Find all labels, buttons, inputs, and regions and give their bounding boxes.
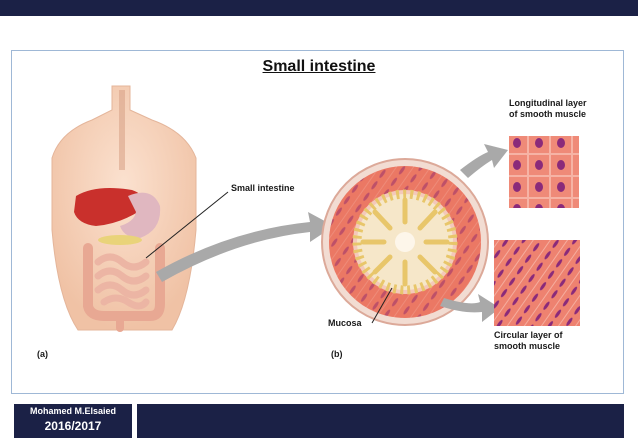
slide-frame (11, 50, 624, 394)
mucosa-label: Mucosa (328, 318, 362, 328)
cross-section (321, 158, 489, 326)
author-name: Mohamed M.Elsaied (29, 406, 117, 416)
longitudinal-label: Longitudinal layer of smooth muscle (509, 98, 587, 119)
top-bar (0, 0, 638, 16)
small-intestine-pointer (145, 191, 229, 259)
slide-title: Small intestine (262, 58, 376, 75)
circular-label: Circular layer of smooth muscle (494, 330, 563, 351)
pancreas-shape (98, 235, 142, 245)
panel-b-label: (b) (331, 349, 343, 359)
academic-year: 2016/2017 (44, 419, 102, 433)
circular-tissue-image (494, 240, 580, 326)
mucosa-pointer (371, 287, 393, 324)
panel-a-label: (a) (37, 349, 48, 359)
arrow-to-section (156, 212, 334, 282)
author-box: Mohamed M.Elsaied 2016/2017 (14, 404, 132, 438)
arrow-to-longitudinal (460, 144, 508, 178)
bottom-bar (137, 404, 624, 438)
liver-shape (74, 188, 143, 226)
small-intestine-label: Small intestine (231, 183, 295, 193)
small-intestine-shape (83, 243, 165, 332)
arrow-to-circular (440, 294, 500, 322)
stomach-shape (120, 192, 161, 238)
longitudinal-tissue-image (509, 136, 579, 208)
